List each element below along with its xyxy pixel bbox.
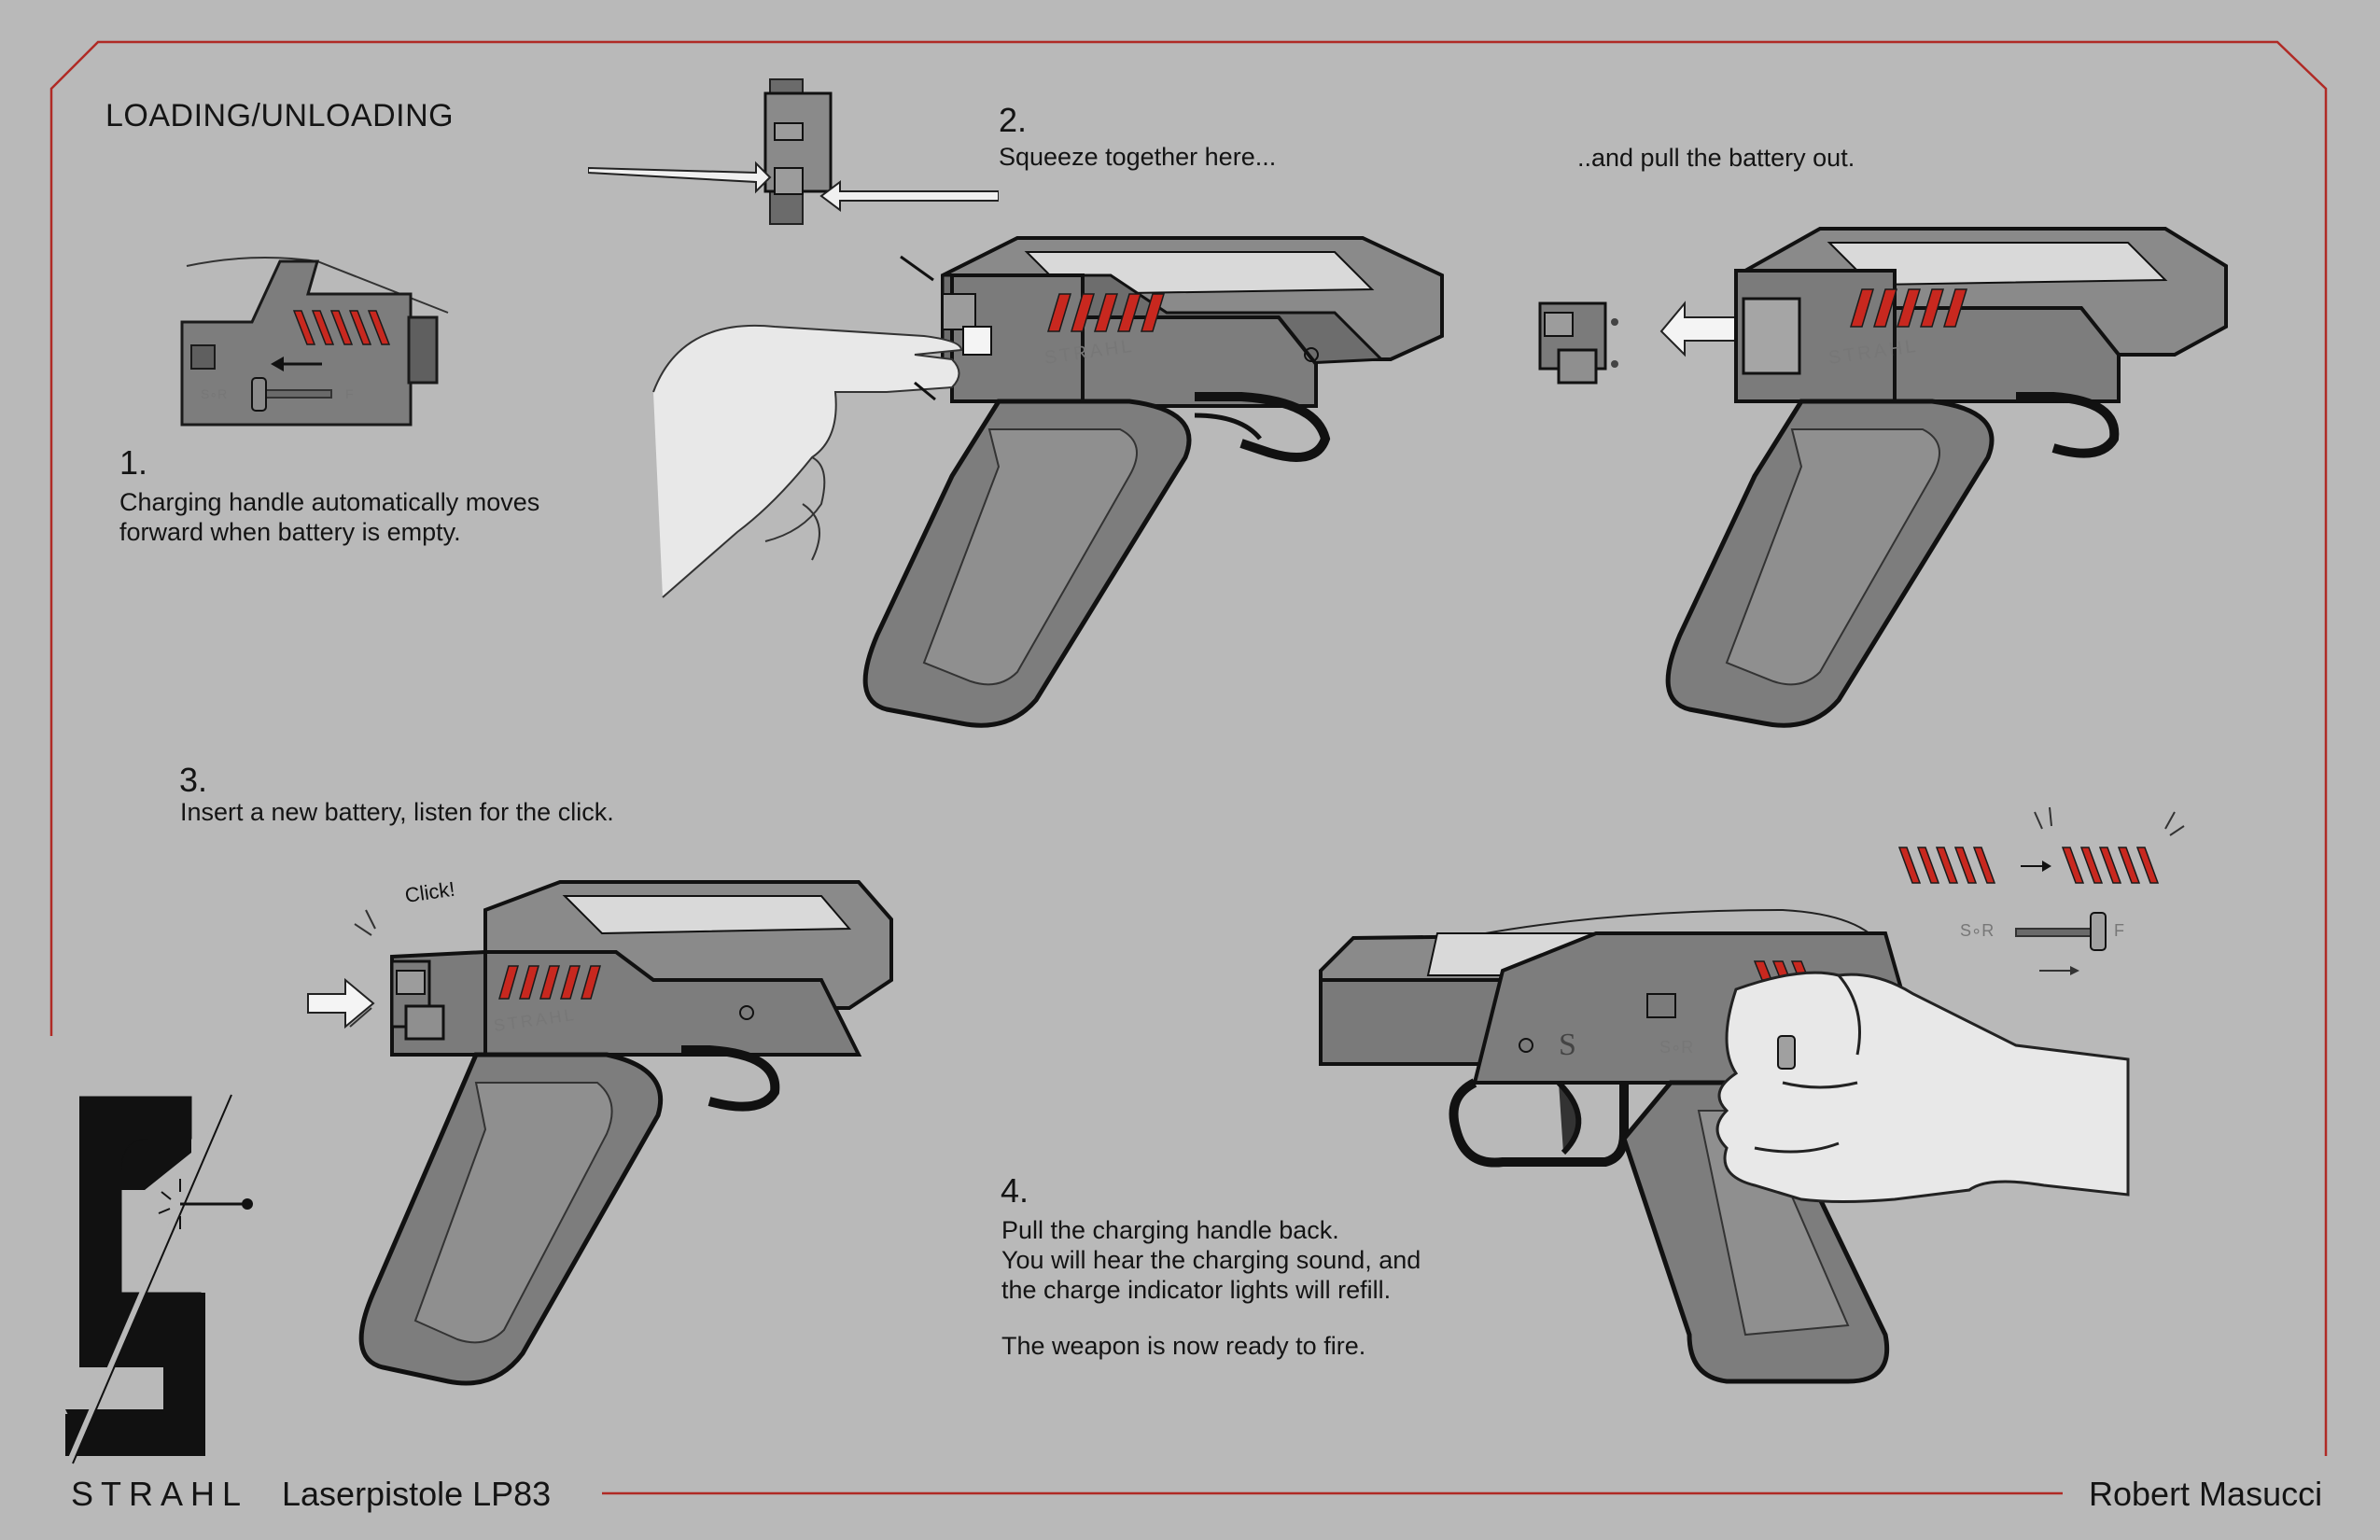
step-2-text: Squeeze together here... <box>999 143 1277 171</box>
step-4-text: Pull the charging handle back. You will … <box>1001 1216 1421 1360</box>
battery-squeeze-detail <box>588 78 999 225</box>
step-1-number: 1. <box>119 443 148 482</box>
arrow-right-icon <box>307 977 375 1029</box>
svg-text:S∘R: S∘R <box>1960 921 1994 940</box>
arrow-right-icon <box>588 161 772 194</box>
step-4-number: 4. <box>1001 1171 1029 1210</box>
charge-indicator-icon <box>1897 847 2160 884</box>
strahl-logo-icon <box>65 1090 253 1464</box>
step-3-text: Insert a new battery, listen for the cli… <box>180 798 614 826</box>
svg-text:S∘R: S∘R <box>1659 1038 1693 1057</box>
step2-pistol-with-hand: STRAHL <box>652 236 1444 728</box>
battery-icon <box>1538 301 1618 385</box>
svg-text:S∘R: S∘R <box>201 386 227 401</box>
fist-icon <box>1715 971 2130 1203</box>
step4-pistol-charging-handle: S S∘R <box>1319 908 2130 1384</box>
arrow-left-icon <box>1659 301 1737 357</box>
footer-brand: STRAHL <box>71 1475 249 1513</box>
step2-pistol-battery-removed: STRAHL <box>1538 227 2228 728</box>
svg-text:F: F <box>345 386 354 401</box>
pistol-icon: STRAHL <box>1665 227 2228 728</box>
pistol-icon: STRAHL <box>862 236 1444 728</box>
step-1-text: Charging handle automatically moves forw… <box>119 488 540 546</box>
step-2-number: 2. <box>999 101 1028 139</box>
step1-charging-handle-illustration: S∘R F <box>180 257 449 427</box>
arrow-left-icon <box>819 180 999 212</box>
charge-indicator-detail: S∘R F <box>1897 806 2185 975</box>
svg-text:F: F <box>2114 921 2124 940</box>
step3-pistol-insert-battery: Click! STRAHL <box>307 877 893 1386</box>
step-2-extra-text: ..and pull the battery out. <box>1577 144 1855 172</box>
charge-indicator-icon <box>292 310 391 345</box>
svg-text:Click!: Click! <box>403 877 456 907</box>
footer-model: Laserpistole LP83 <box>282 1475 552 1513</box>
svg-text:S: S <box>1559 1028 1576 1062</box>
pistol-icon: STRAHL <box>358 880 893 1386</box>
footer-author: Robert Masucci <box>2089 1475 2323 1513</box>
hand-icon <box>652 324 963 598</box>
page-title: LOADING/UNLOADING <box>105 98 455 133</box>
step-3-number: 3. <box>179 761 208 799</box>
